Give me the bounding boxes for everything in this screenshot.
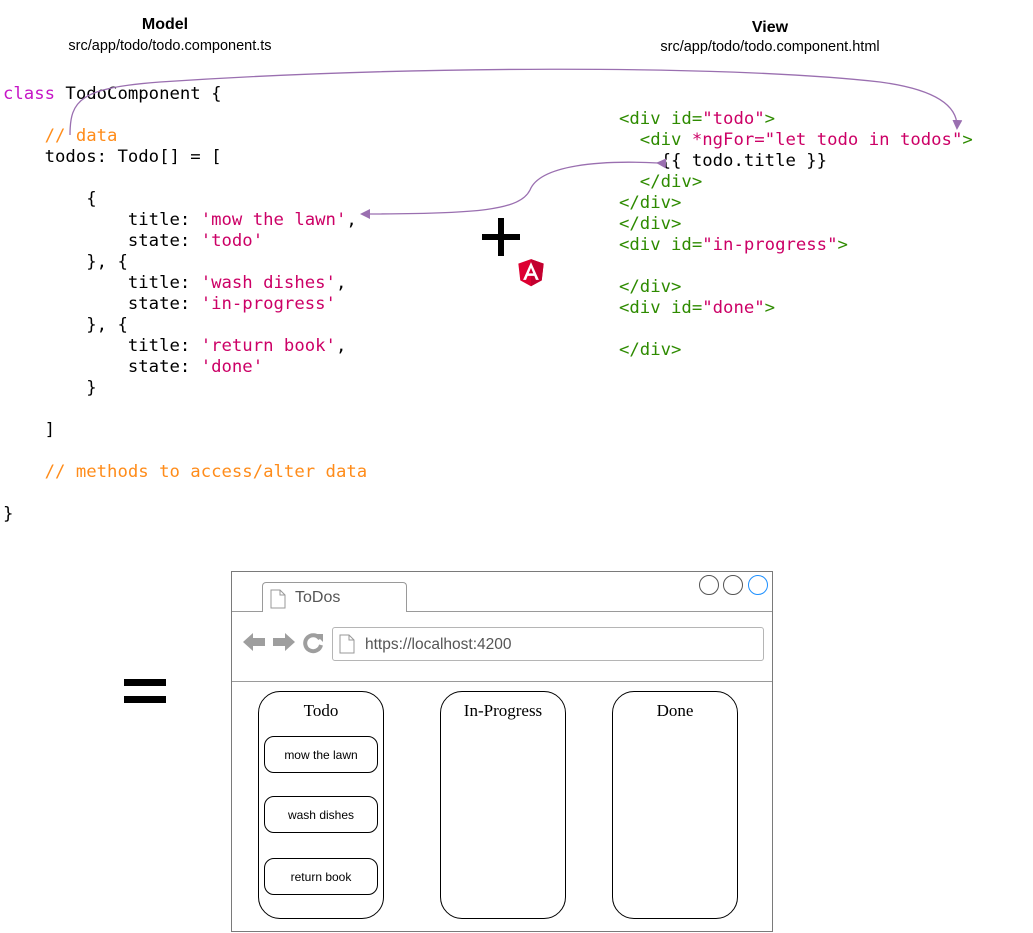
code-todos-decl: todos: Todo[] = [ [3, 147, 222, 167]
code-item1-state: 'todo' [200, 231, 264, 251]
code-comment-methods: // methods to access/alter data [44, 462, 368, 482]
column-todo: Todo mow the lawn wash dishes return boo… [258, 691, 384, 919]
url-text: https://localhost:4200 [365, 636, 512, 653]
code-class-keyword: class [3, 84, 56, 104]
ngfor-directive: *ngFor= [691, 130, 765, 150]
todo-card[interactable]: return book [264, 858, 378, 895]
model-path: src/app/todo/todo.component.ts [68, 38, 272, 54]
window-button-1[interactable] [699, 575, 719, 595]
address-bar[interactable]: https://localhost:4200 [332, 627, 764, 661]
title-binding-arrow [360, 158, 667, 219]
browser-tab[interactable]: ToDos [262, 582, 407, 612]
plus-icon [480, 216, 522, 258]
forward-arrow-icon[interactable] [272, 632, 296, 652]
tab-title: ToDos [295, 589, 341, 606]
angular-logo-icon [518, 259, 544, 287]
document-icon [339, 634, 355, 654]
column-todo-title: Todo [303, 701, 339, 720]
view-title: View [751, 19, 789, 36]
code-item3-state: 'done' [200, 357, 264, 377]
code-item2-state: 'in-progress' [200, 294, 336, 314]
code-comment-data: // data [44, 126, 118, 146]
reload-icon[interactable] [302, 632, 324, 654]
view-code: <div id="todo"> <div *ngFor="let todo in… [619, 109, 973, 360]
document-icon [270, 589, 286, 609]
class-to-view-arrow [69, 68, 963, 136]
todo-card[interactable]: wash dishes [264, 796, 378, 833]
equals-icon [124, 679, 166, 705]
window-button-3[interactable] [748, 575, 768, 595]
column-done-title: Done [656, 701, 694, 720]
model-title: Model [141, 16, 189, 33]
back-arrow-icon[interactable] [242, 632, 266, 652]
window-button-2[interactable] [723, 575, 743, 595]
view-path: src/app/todo/todo.component.html [660, 39, 880, 55]
todo-card[interactable]: mow the lawn [264, 736, 378, 773]
column-done: Done [612, 691, 738, 919]
code-item1-title: 'mow the lawn' [200, 210, 347, 230]
code-item3-title: 'return book' [200, 336, 336, 356]
code-item2-title: 'wash dishes' [200, 273, 336, 293]
model-code: class TodoComponent { // data todos: Tod… [3, 84, 368, 524]
interpolation: {{ todo.title }} [619, 151, 828, 171]
column-in-progress: In-Progress [440, 691, 566, 919]
column-in-progress-title: In-Progress [463, 701, 543, 720]
browser-window: ToDos https://localhost:4200 Todo mow th… [231, 571, 773, 932]
